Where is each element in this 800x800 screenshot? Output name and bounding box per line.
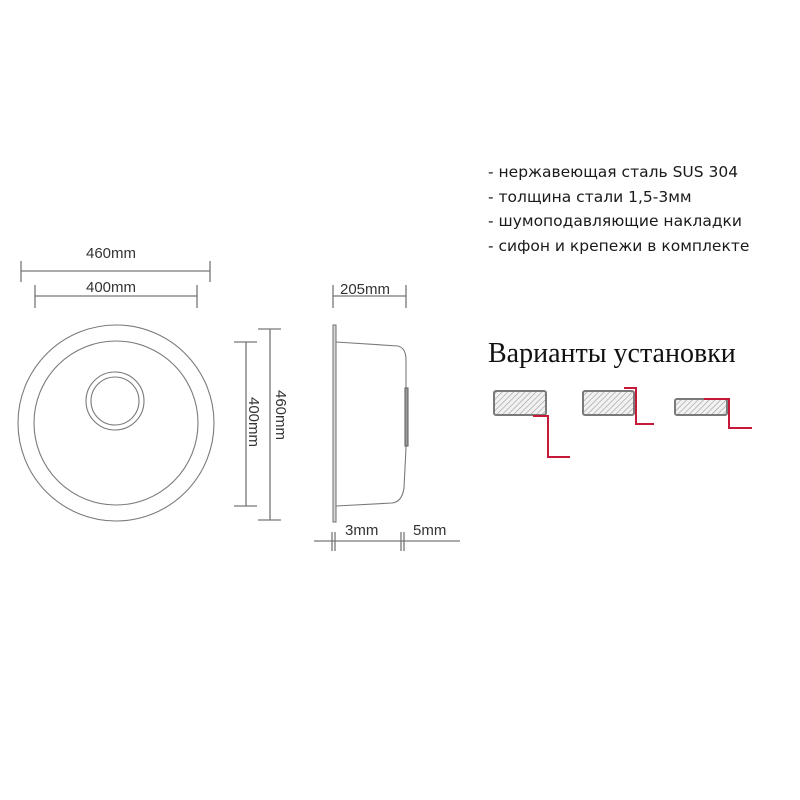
spec-item-thickness: - толщина стали 1,5-3мм bbox=[488, 187, 692, 206]
drain-fitting bbox=[404, 387, 409, 447]
rim-flange bbox=[332, 324, 337, 523]
install-variant-undermount bbox=[493, 390, 570, 458]
rim-thickness-label: 3mm bbox=[345, 522, 379, 539]
spec-item-material: - нержавеющая сталь SUS 304 bbox=[488, 163, 739, 181]
spec-item-siphon: - сифон и крепежи в комплекте bbox=[488, 236, 750, 255]
inner-height-dimension bbox=[234, 341, 257, 507]
thickness-dimension bbox=[314, 532, 460, 551]
drain-outer-ring bbox=[85, 371, 145, 431]
depth-dimension bbox=[332, 285, 407, 308]
outer-width-dimension bbox=[20, 261, 211, 282]
install-variant-flush bbox=[582, 387, 654, 425]
drain-offset-label: 5mm bbox=[413, 522, 447, 539]
drain-inner-ring bbox=[90, 376, 140, 426]
outer-rim-circle bbox=[17, 324, 215, 522]
installation-title: Варианты установки bbox=[488, 338, 736, 369]
outer-width-label: 460mm bbox=[86, 245, 137, 262]
inner-width-label: 400mm bbox=[86, 279, 137, 296]
inner-bowl-circle bbox=[33, 340, 199, 506]
spec-item-noise-pads: - шумоподавляющие накладки bbox=[488, 212, 742, 230]
install-variant-topmount bbox=[674, 398, 752, 429]
sink-side-view bbox=[332, 324, 409, 523]
inner-height-label: 400mm bbox=[245, 397, 262, 448]
depth-label: 205mm bbox=[340, 281, 391, 298]
spec-list: - нержавеющая сталь SUS 304 - толщина ст… bbox=[488, 160, 749, 258]
sink-top-view bbox=[17, 324, 215, 522]
bowl-profile bbox=[335, 341, 407, 507]
outer-height-dimension bbox=[258, 328, 281, 521]
outer-height-label: 460mm bbox=[272, 390, 289, 441]
inner-width-dimension bbox=[34, 285, 198, 308]
